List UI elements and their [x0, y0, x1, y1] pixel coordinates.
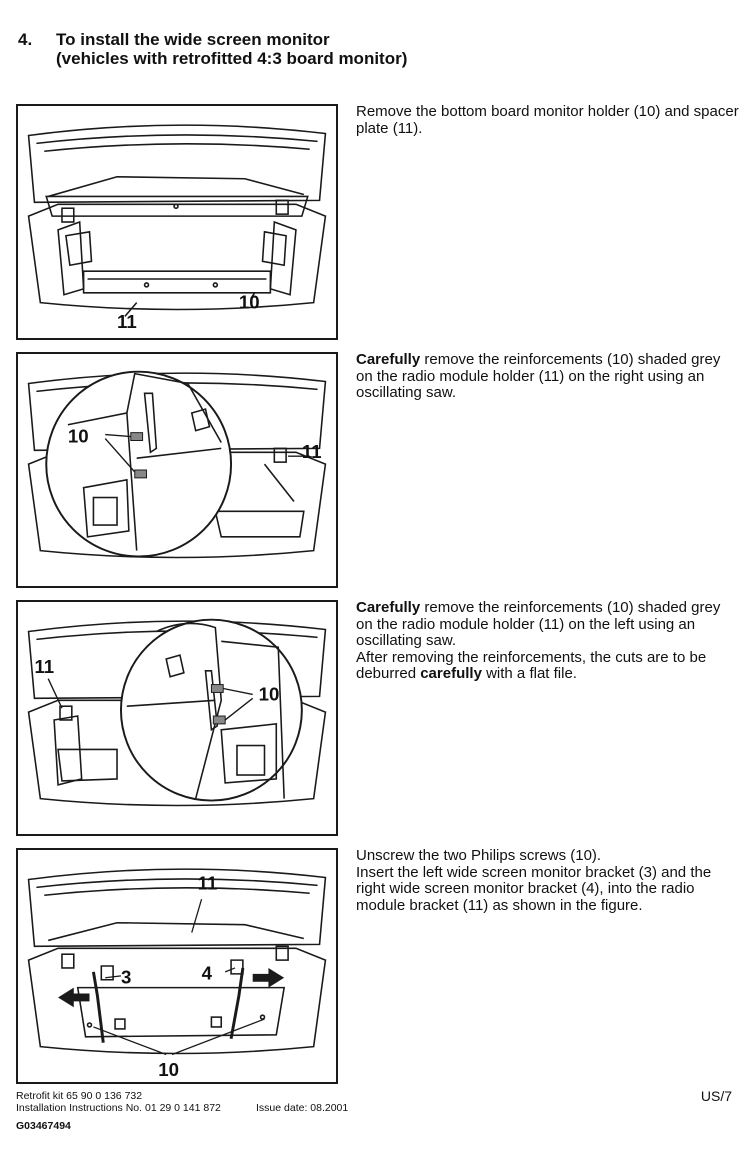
step-1-figure: 11 10: [16, 104, 338, 340]
step-3-instruction-2: After removing the reinforcements, the c…: [356, 648, 707, 682]
step-4-callout-3: 3: [121, 967, 131, 988]
step-2-callout-10: 10: [68, 425, 89, 446]
step-1-callout-11: 11: [117, 311, 137, 332]
step-3-figure: 11 10: [16, 600, 338, 836]
step-4-text: Unscrew the two Philips screws (10). Ins…: [356, 847, 740, 914]
step-1-text: Remove the bottom board monitor holder (…: [356, 103, 740, 137]
step-4-callout-11: 11: [198, 872, 218, 893]
step-2-callout-11: 11: [302, 441, 322, 462]
step-1-instruction: Remove the bottom board monitor holder (…: [356, 103, 739, 137]
section-number: 4.: [18, 30, 33, 49]
step-3-emphasis-2: carefully: [420, 665, 482, 682]
page-number: US/7: [700, 1088, 732, 1104]
step-2-text: Carefully remove the reinforcements (10)…: [356, 351, 740, 402]
step-4-instruction-2: Insert the left wide screen monitor brac…: [356, 863, 712, 914]
step-2-figure: 10 11: [16, 352, 338, 588]
step-3-callout-10: 10: [259, 683, 280, 704]
step-4-callout-10: 10: [158, 1059, 179, 1080]
footer-document-code: G03467494: [16, 1120, 71, 1132]
step-2-instruction-rest: remove the reinforcements (10) shaded gr…: [356, 351, 721, 401]
step-2-illustration: 10 11: [27, 370, 327, 559]
step-2-emphasis: Carefully: [356, 351, 421, 368]
step-3-text: Carefully remove the reinforcements (10)…: [356, 599, 740, 683]
step-3-instruction: Carefully remove the reinforcements (10)…: [356, 599, 740, 650]
step-4-instruction: Unscrew the two Philips screws (10).: [356, 847, 602, 864]
step-1-illustration: 11 10: [27, 124, 327, 332]
footer-installation-instructions: Installation Instructions No. 01 29 0 14…: [16, 1102, 221, 1114]
footer-issue-date: Issue date: 08.2001: [256, 1102, 349, 1114]
step-2-instruction: Carefully remove the reinforcements (10)…: [356, 351, 740, 402]
step-4-illustration: 11 3 4 10: [27, 868, 327, 1080]
footer-retrofit-kit: Retrofit kit 65 90 0 136 732: [16, 1090, 143, 1102]
step-4-callout-4: 4: [202, 963, 213, 984]
step-3-instruction-rest: remove the reinforcements (10) shaded gr…: [356, 599, 721, 649]
step-4-figure: 11 3 4 10: [16, 848, 338, 1084]
step-3-illustration: 11 10: [27, 618, 327, 807]
step-1-callout-10: 10: [239, 292, 260, 313]
step-3-callout-11: 11: [34, 656, 54, 677]
step-3-emphasis: Carefully: [356, 599, 421, 616]
section-title-line2: (vehicles with retrofitted 4:3 board mon…: [56, 49, 408, 68]
section-title-line1: To install the wide screen monitor: [56, 30, 330, 49]
